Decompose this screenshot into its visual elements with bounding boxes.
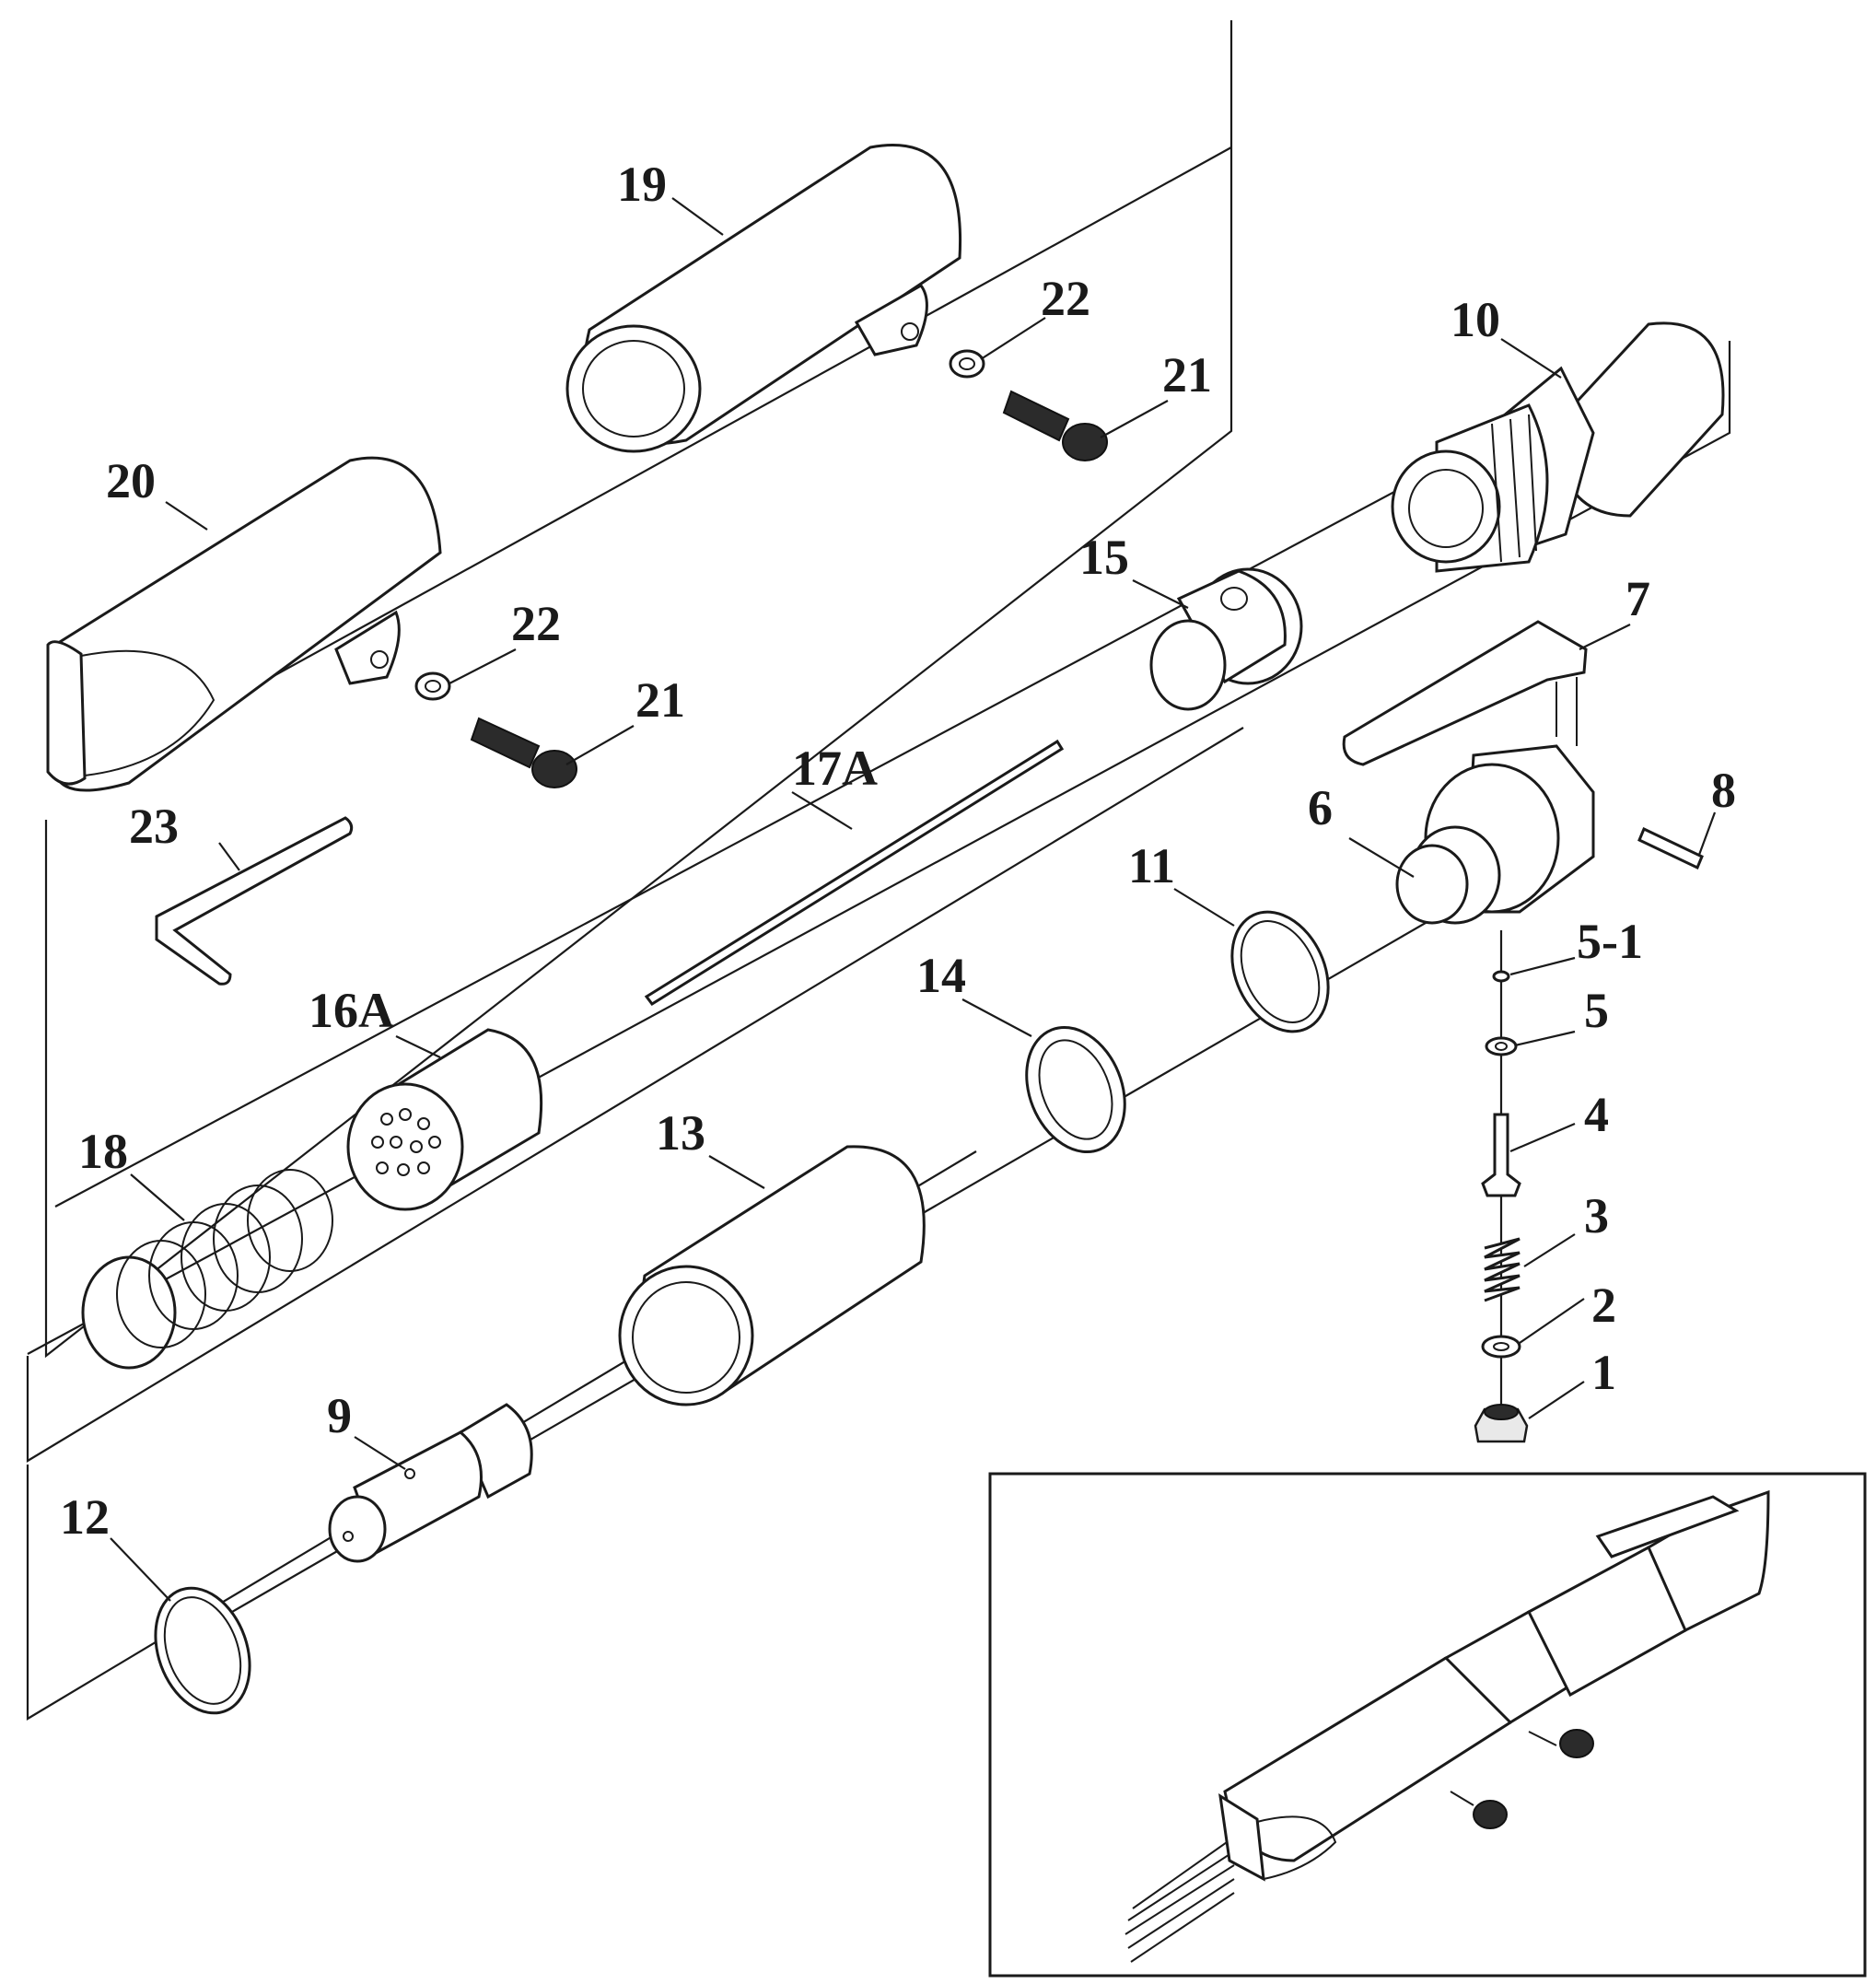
label-11: 11 xyxy=(1128,838,1175,893)
label-10: 10 xyxy=(1451,292,1500,347)
label-8: 8 xyxy=(1711,763,1736,818)
part-8-pin xyxy=(1637,826,1704,870)
label-23: 23 xyxy=(129,799,179,854)
part-5-washer xyxy=(1485,1036,1518,1056)
part-2-washer xyxy=(1481,1335,1521,1359)
part-17a-rod xyxy=(644,739,1065,1007)
part-19-sleeve xyxy=(565,144,962,453)
part-22-washer-upper xyxy=(949,349,985,379)
part-22-washer-lower xyxy=(414,671,451,701)
label-3: 3 xyxy=(1584,1188,1609,1243)
part-21-screw-upper xyxy=(1002,390,1108,461)
part-7-lever xyxy=(1342,620,1588,766)
label-5: 5 xyxy=(1584,983,1609,1038)
label-18: 18 xyxy=(78,1124,128,1179)
part-15-valve-bushing xyxy=(1149,567,1303,711)
label-13: 13 xyxy=(656,1105,705,1161)
assembled-tool-inset xyxy=(988,1472,1867,1978)
label-12: 12 xyxy=(60,1489,110,1545)
part-5-1-small-washer xyxy=(1492,970,1510,983)
part-23-hex-key xyxy=(155,816,354,986)
label-21-lower: 21 xyxy=(635,672,685,728)
leader-lines xyxy=(110,197,1717,1602)
label-17a: 17A xyxy=(792,741,878,796)
label-22-lower: 22 xyxy=(511,596,561,651)
label-14: 14 xyxy=(916,948,966,1003)
part-4-valve-stem xyxy=(1481,1113,1521,1197)
inset-needles xyxy=(1124,1839,1235,1963)
label-16a: 16A xyxy=(309,983,394,1038)
label-20: 20 xyxy=(106,453,156,508)
label-19: 19 xyxy=(617,157,667,212)
part-10-handle-end xyxy=(1391,321,1725,573)
part-20-housing xyxy=(46,456,442,792)
part-13-cylinder xyxy=(618,1145,926,1406)
label-6: 6 xyxy=(1308,780,1333,835)
part-21-screw-lower xyxy=(470,717,577,788)
part-3-spring xyxy=(1484,1237,1521,1302)
part-labels: 19 22 21 10 20 22 21 15 7 6 8 17A 11 23 … xyxy=(60,157,1736,1545)
label-9: 9 xyxy=(327,1388,352,1443)
label-1: 1 xyxy=(1591,1345,1616,1400)
part-16a-piston xyxy=(346,1028,543,1211)
label-2: 2 xyxy=(1591,1278,1616,1333)
part-11-o-ring xyxy=(1230,910,1330,1033)
part-12-o-ring xyxy=(154,1586,251,1715)
part-1-plug xyxy=(1474,1404,1529,1443)
label-15: 15 xyxy=(1079,530,1129,585)
label-22-upper: 22 xyxy=(1041,271,1090,326)
label-5-1: 5-1 xyxy=(1577,914,1643,969)
label-7: 7 xyxy=(1625,571,1650,626)
label-21-upper: 21 xyxy=(1162,347,1212,403)
part-18-spring xyxy=(81,1169,333,1370)
part-6-valve-body xyxy=(1395,744,1595,925)
label-4: 4 xyxy=(1584,1087,1609,1142)
part-14-washer xyxy=(1025,1025,1126,1154)
part-9-piston xyxy=(328,1403,533,1563)
